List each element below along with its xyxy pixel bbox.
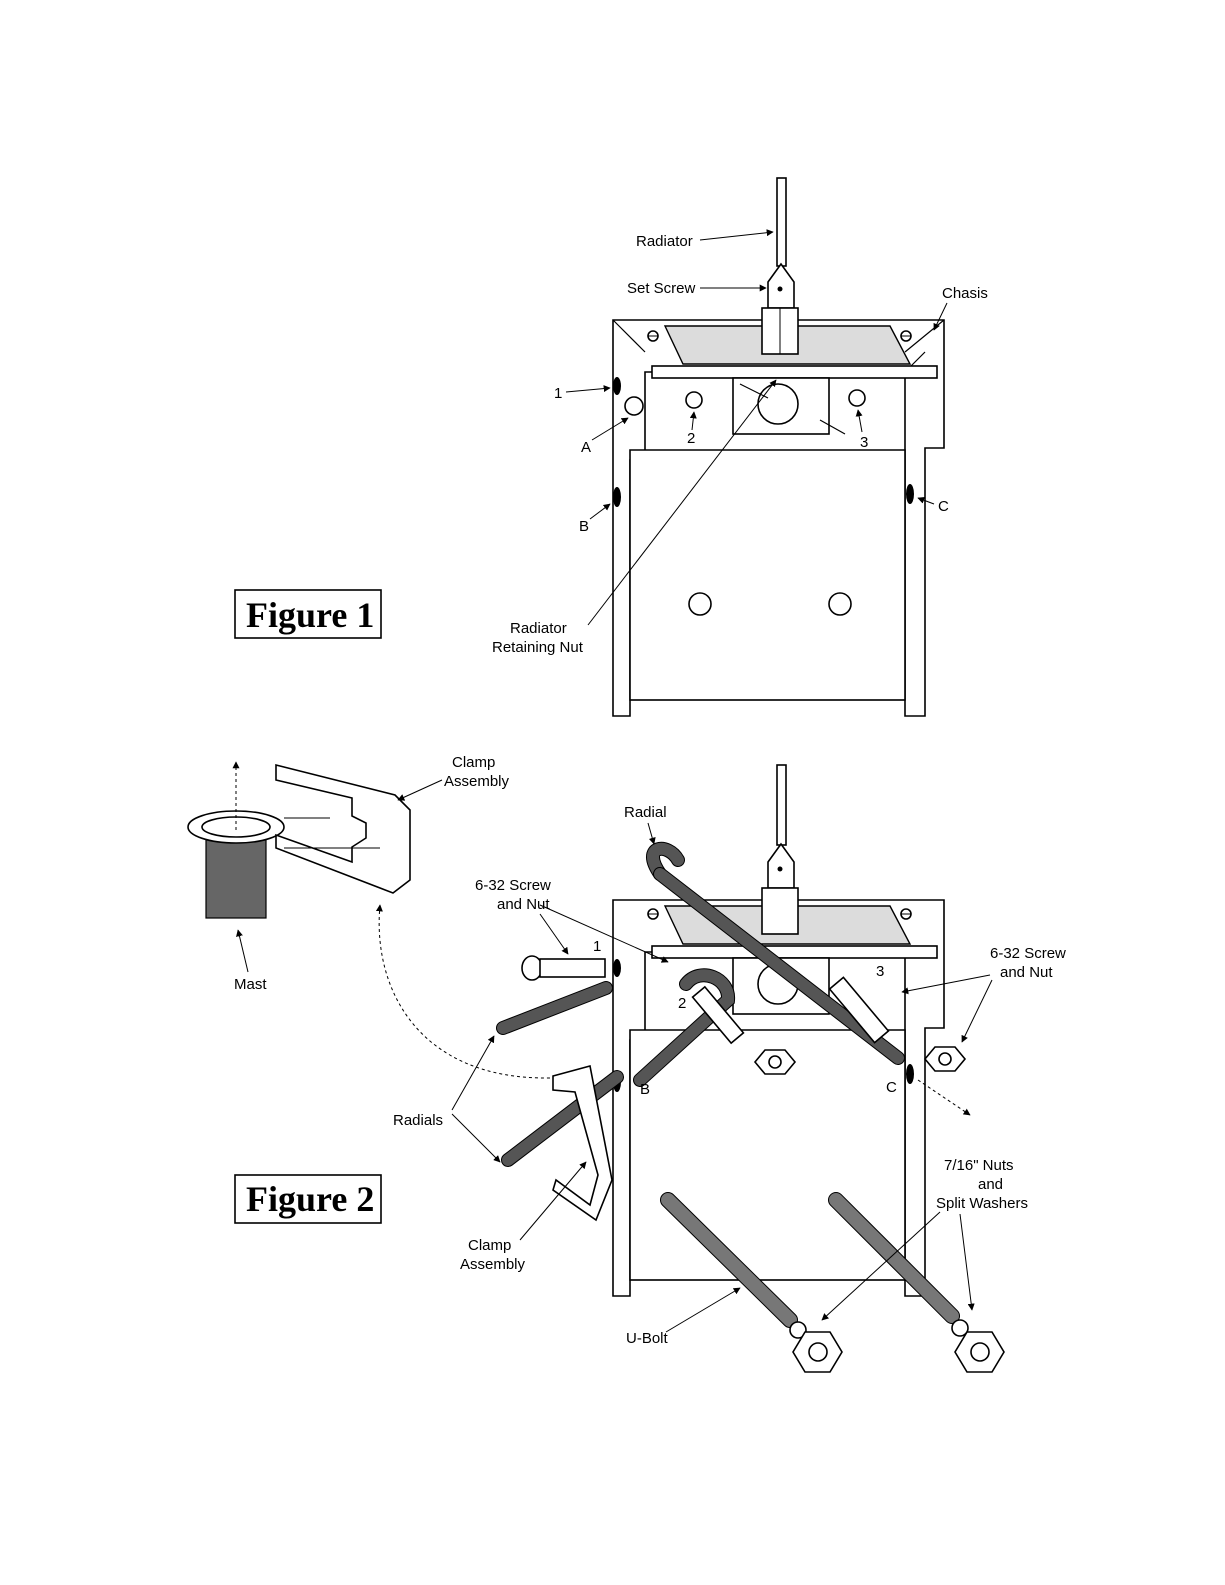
radiator-2 (762, 765, 798, 934)
figure-2: Figure 2 (188, 754, 1066, 1372)
label-nuts-line2: and (978, 1176, 1003, 1193)
label-chassis: Chasis (942, 285, 988, 302)
label-b-fig2: B (640, 1081, 650, 1098)
label-set-screw: Set Screw (627, 280, 696, 297)
label-nuts-line1: 7/16" Nuts (944, 1157, 1014, 1174)
chassis (613, 320, 944, 716)
label-c: C (938, 498, 949, 515)
label-clamp-bottom-line1: Clamp (468, 1237, 511, 1254)
figure-2-caption: Figure 2 (246, 1179, 374, 1219)
label-retaining-nut-line2: Retaining Nut (492, 639, 584, 656)
label-clamp-top-line2: Assembly (444, 773, 510, 790)
figure-1: Figure 1 (235, 178, 988, 716)
label-clamp-bottom-line2: Assembly (460, 1256, 526, 1273)
label-hole-3-fig2: 3 (876, 963, 884, 980)
label-retaining-nut-line1: Radiator (510, 620, 567, 637)
label-screw-left-line2: and Nut (497, 896, 550, 913)
label-nuts-line3: Split Washers (936, 1195, 1028, 1212)
label-radials: Radials (393, 1112, 443, 1129)
mast-clamp-inset (188, 762, 410, 918)
mast (206, 840, 266, 918)
label-hole-2: 2 (687, 430, 695, 447)
label-screw-right-line1: 6-32 Screw (990, 945, 1066, 962)
label-screw-right-line2: and Nut (1000, 964, 1053, 981)
figure-1-caption: Figure 1 (246, 595, 374, 635)
label-c-fig2: C (886, 1079, 897, 1096)
label-a: A (581, 439, 591, 456)
label-clamp-top-line1: Clamp (452, 754, 495, 771)
label-b: B (579, 518, 589, 535)
label-hole-1: 1 (554, 385, 562, 402)
label-u-bolt: U-Bolt (626, 1330, 669, 1347)
label-radial: Radial (624, 804, 667, 821)
label-radiator: Radiator (636, 233, 693, 250)
label-screw-left-line1: 6-32 Screw (475, 877, 551, 894)
label-mast: Mast (234, 976, 267, 993)
label-hole-2-fig2: 2 (678, 995, 686, 1012)
label-hole-1-fig2: 1 (593, 938, 601, 955)
radiator (762, 178, 798, 354)
label-hole-3: 3 (860, 434, 868, 451)
